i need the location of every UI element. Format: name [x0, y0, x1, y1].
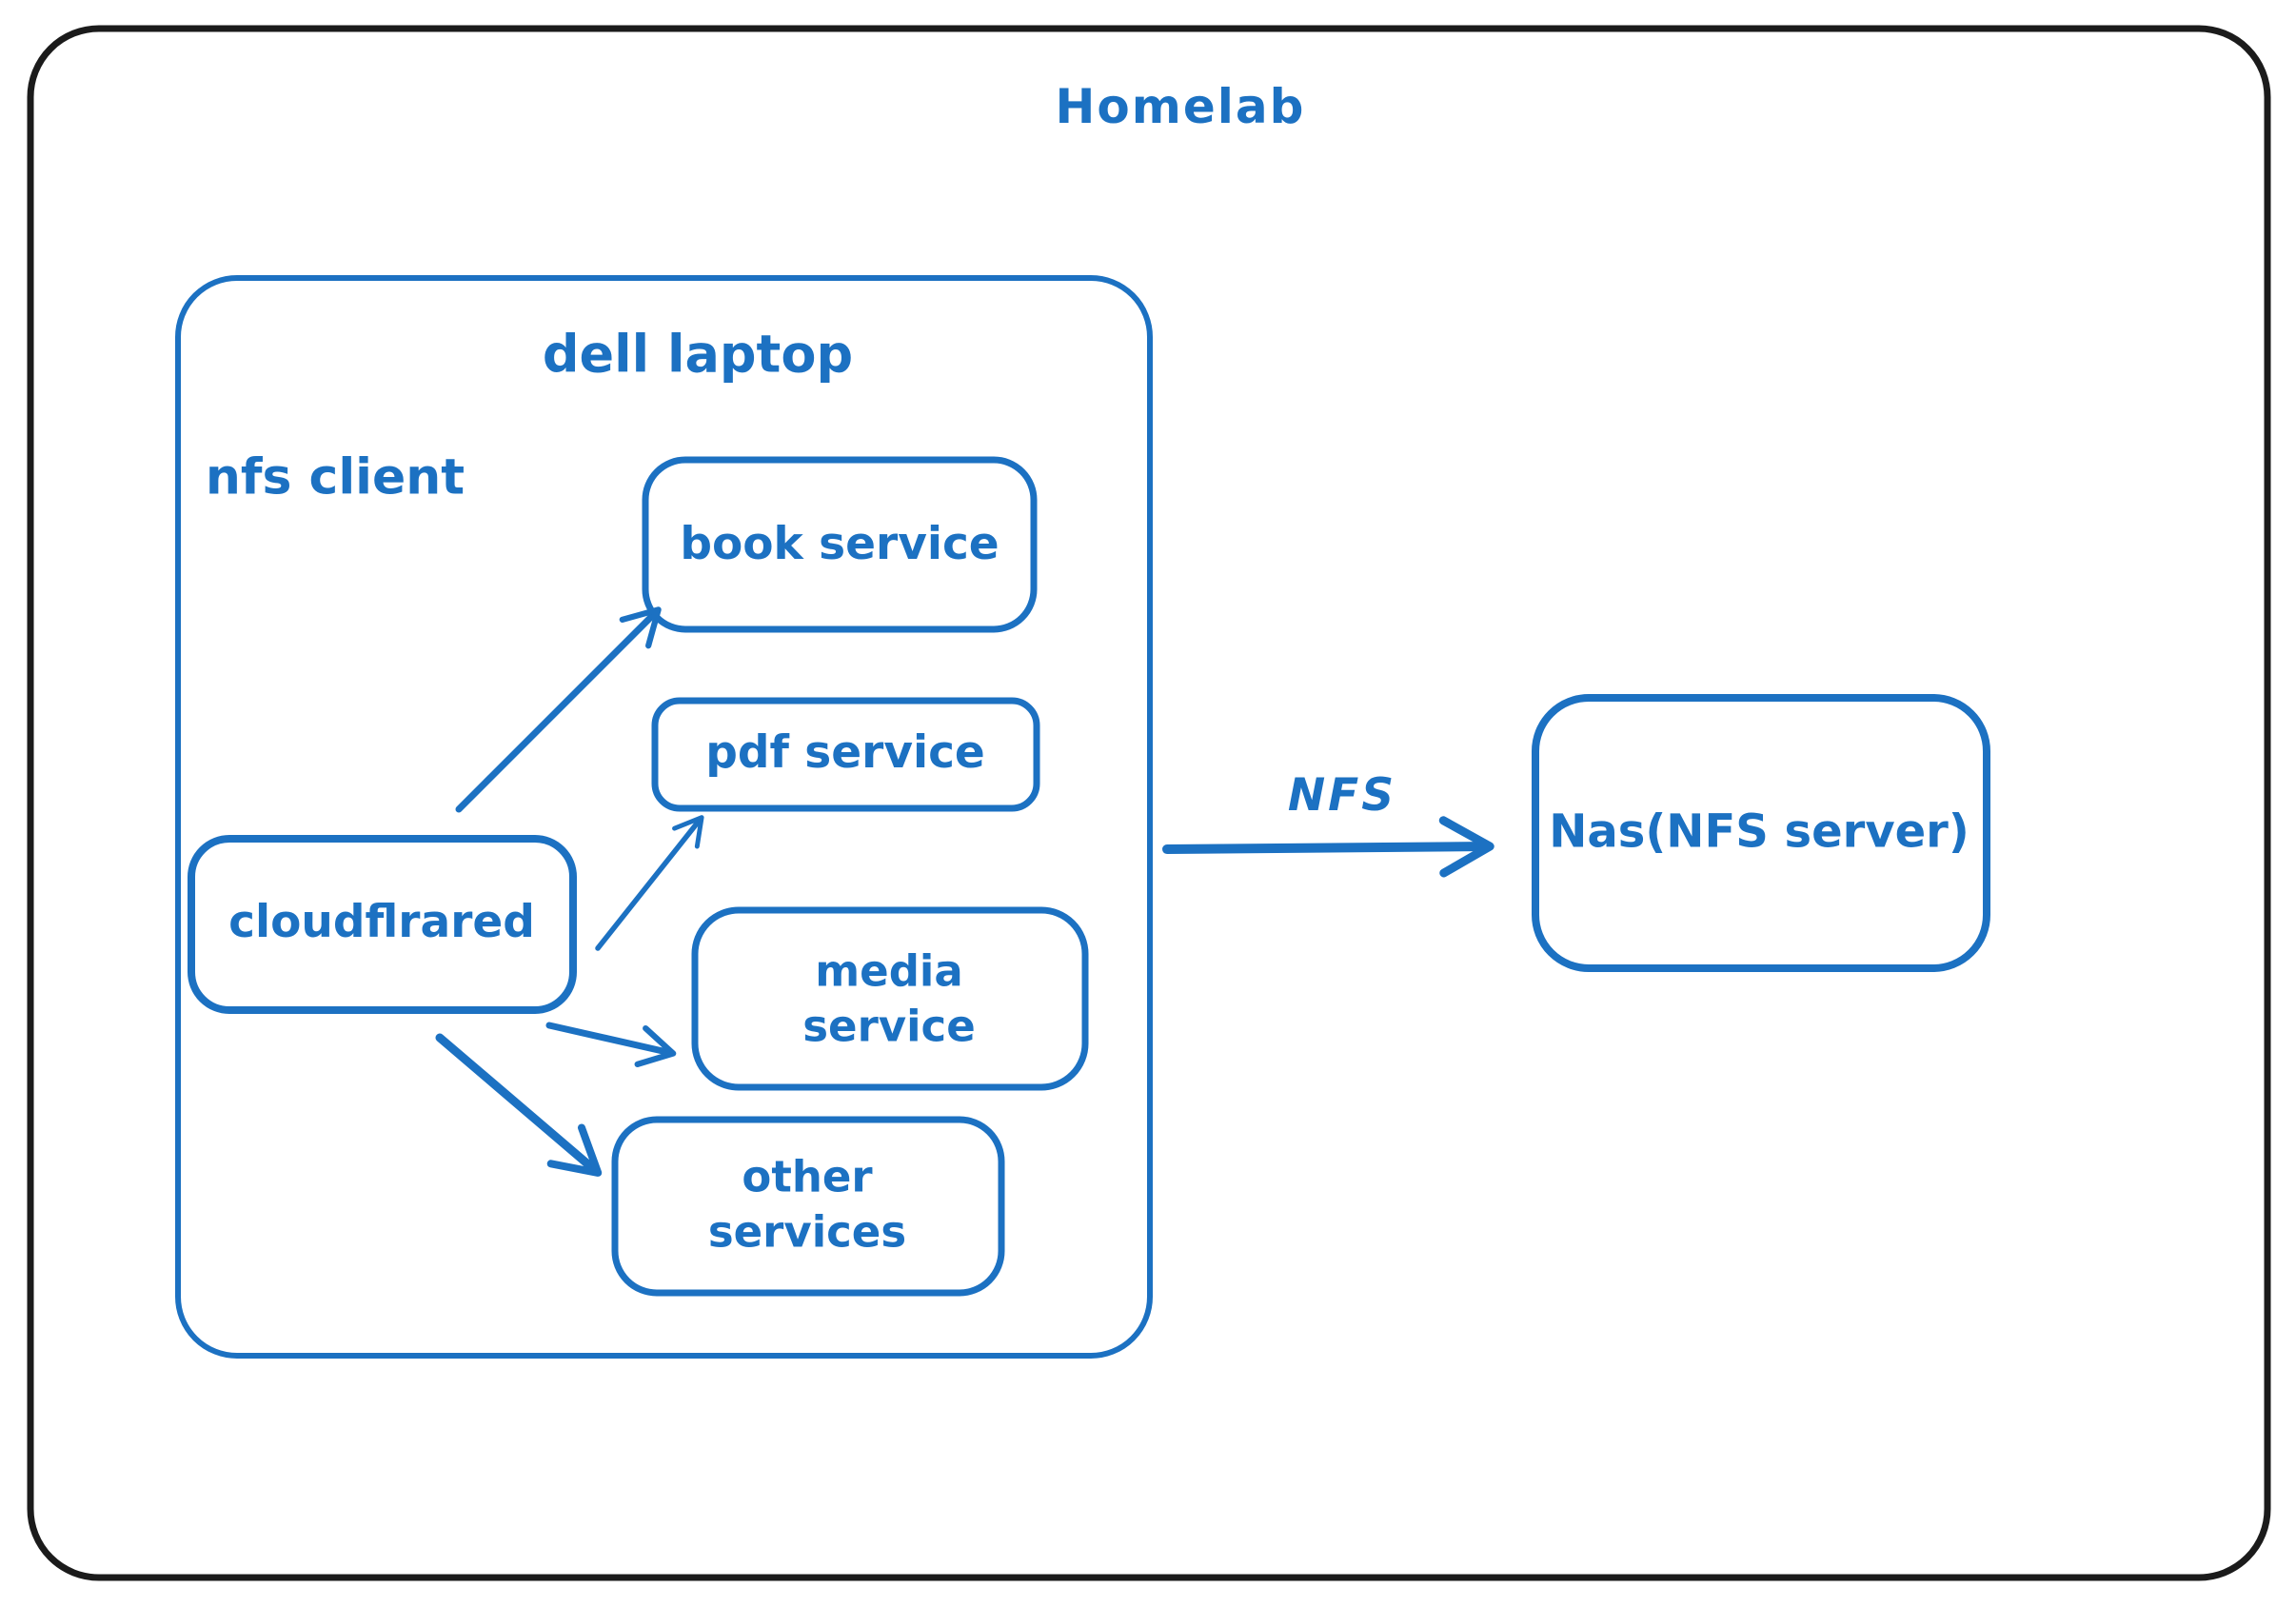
cloudflrared-label: cloudflrared — [228, 895, 535, 948]
nas-label: Nas(NFS server) — [1549, 804, 1969, 859]
arrow-cloudflrared-to-book-service — [455, 606, 662, 813]
cloudflrared-box — [188, 835, 577, 1014]
dell-laptop-label: dell laptop — [542, 324, 854, 385]
arrow-cloudflrared-to-other-services — [435, 1033, 603, 1177]
pdf-service-label: pdf service — [705, 725, 985, 779]
pdf-service-box — [651, 697, 1040, 812]
homelab-title: Homelab — [1055, 79, 1306, 134]
other-services-box — [611, 1116, 1005, 1297]
media-service-label: media service — [802, 945, 976, 1051]
media-service-box — [691, 906, 1089, 1091]
book-service-label: book service — [680, 517, 1000, 570]
arrow-cloudflrared-to-media-service — [545, 1022, 677, 1067]
homelab-frame — [27, 25, 2271, 1581]
dell-laptop-box — [175, 275, 1153, 1359]
nas-box — [1532, 694, 1990, 972]
other-services-label: other services — [707, 1151, 907, 1257]
nfs-arrow-label: NFS — [1287, 768, 1397, 822]
arrow-cloudflrared-to-pdf-service — [595, 815, 704, 951]
book-service-box — [642, 456, 1038, 633]
nfs-client-label: nfs client — [205, 448, 465, 506]
arrow-nfs-to-nas — [1162, 816, 1494, 878]
